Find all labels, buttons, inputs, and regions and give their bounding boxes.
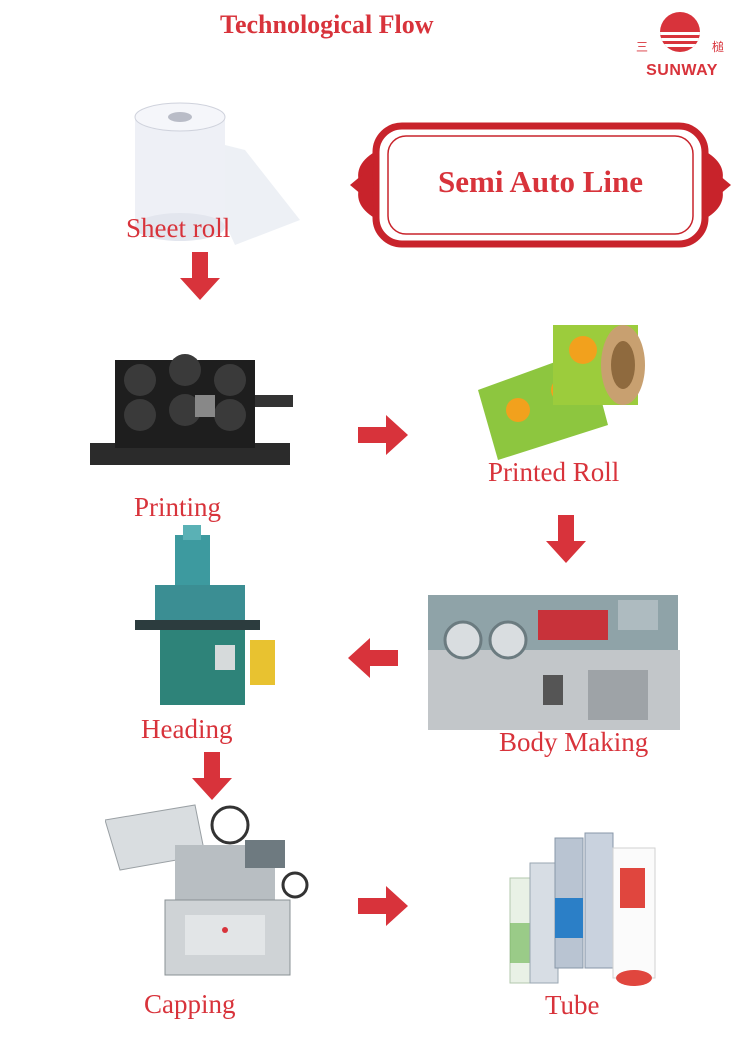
label-sheet-roll: Sheet roll — [126, 213, 231, 243]
sun-icon — [660, 12, 700, 52]
printing-machine-image — [85, 325, 295, 480]
arrow-right-icon — [358, 884, 410, 933]
printed-roll-image — [468, 305, 658, 470]
label-capping: Capping — [144, 989, 236, 1019]
arrow-down-icon — [178, 252, 222, 307]
label-tube: Tube — [545, 990, 600, 1020]
semi-auto-line-banner: Semi Auto Line — [348, 120, 733, 250]
sunway-logo: 三 槌 SUNWAY — [636, 12, 736, 82]
logo-wordmark: SUNWAY — [646, 62, 718, 79]
banner-label: Semi Auto Line — [438, 164, 643, 199]
logo-cn-right: 槌 — [712, 40, 725, 54]
label-printing: Printing — [134, 492, 222, 522]
arrow-down-icon — [544, 515, 588, 570]
logo-cn-left: 三 — [636, 40, 649, 54]
ornate-frame — [350, 122, 731, 248]
capping-machine-image — [104, 800, 320, 985]
arrow-left-icon — [346, 636, 398, 685]
body-making-machine-image — [428, 590, 684, 740]
label-printed-roll: Printed Roll — [488, 457, 620, 487]
sheet-roll-image — [125, 95, 310, 255]
heading-machine-image — [135, 525, 280, 715]
arrow-right-icon — [358, 413, 410, 462]
arrow-down-icon — [190, 752, 234, 807]
label-heading: Heading — [141, 714, 233, 744]
page-title: Technological Flow — [220, 10, 434, 39]
tube-image — [505, 828, 675, 998]
label-body-making: Body Making — [499, 727, 649, 757]
